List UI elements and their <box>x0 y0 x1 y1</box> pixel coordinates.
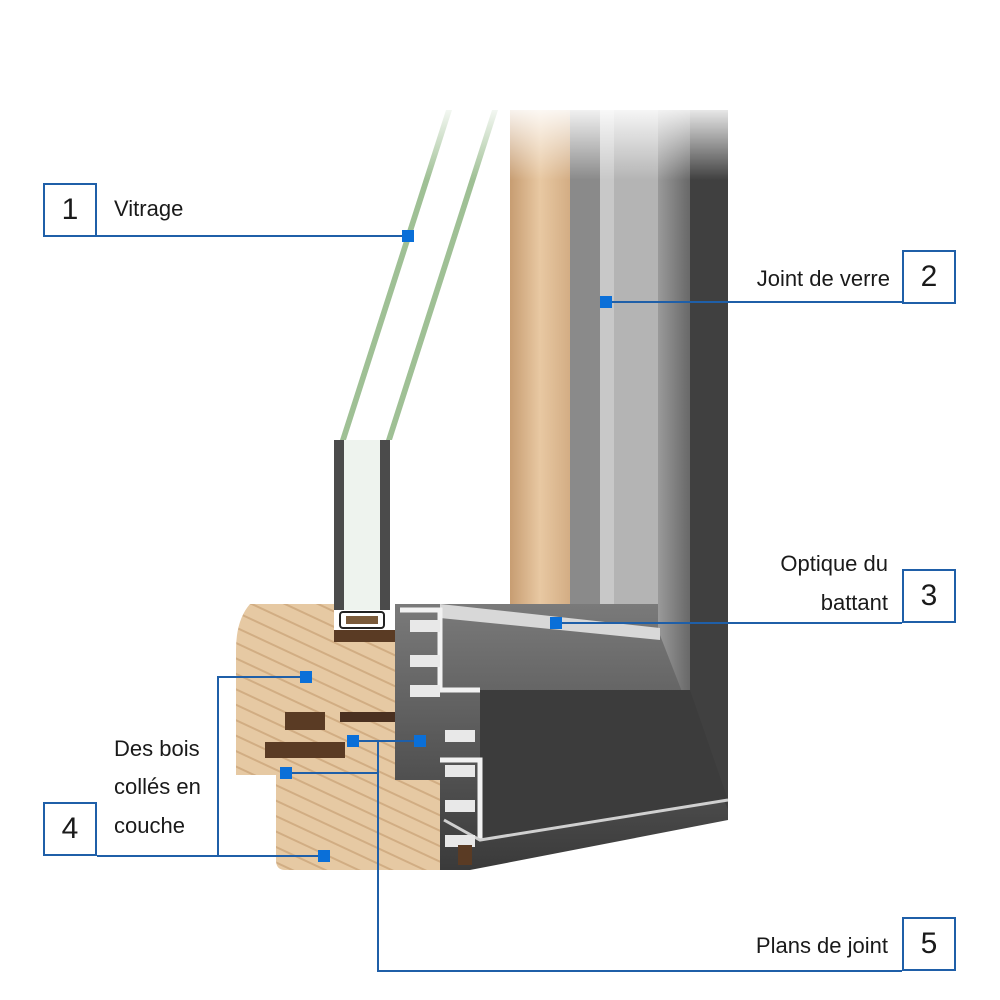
markers <box>280 230 612 862</box>
leader-5 <box>377 741 902 972</box>
callout-4-number: 4 <box>43 802 97 856</box>
leader-lines <box>97 235 902 972</box>
glazing <box>334 110 498 610</box>
top-fade <box>300 100 750 180</box>
leader-4 <box>217 676 323 857</box>
callout-5-label: Plans de joint <box>755 933 888 958</box>
callout-3-label-line-1: Optique du <box>780 551 888 576</box>
aluminium-profile <box>395 604 729 870</box>
callout-2-label: Joint de verre <box>756 266 890 291</box>
callout-4-label-line-3: couche <box>114 813 185 838</box>
callout-4-label-line-1: Des bois <box>114 736 200 761</box>
wood-sash <box>236 604 440 870</box>
marker-2 <box>600 296 612 308</box>
callout-4-label-line-2: collés en <box>114 774 201 799</box>
callout-1-label: Vitrage <box>114 196 184 221</box>
marker-4b <box>318 850 330 862</box>
callout-5-number: 5 <box>902 917 956 971</box>
marker-3 <box>550 617 562 629</box>
marker-5c <box>280 767 292 779</box>
marker-4a <box>300 671 312 683</box>
callout-3-number: 3 <box>902 569 956 623</box>
marker-5b <box>414 735 426 747</box>
spacer-core <box>346 616 378 624</box>
vertical-frame <box>510 110 728 810</box>
callout-1-number: 1 <box>43 183 97 237</box>
callout-3-label-line-2: battant <box>820 590 888 615</box>
marker-1 <box>402 230 414 242</box>
marker-5a <box>347 735 359 747</box>
callout-2-number: 2 <box>902 250 956 304</box>
